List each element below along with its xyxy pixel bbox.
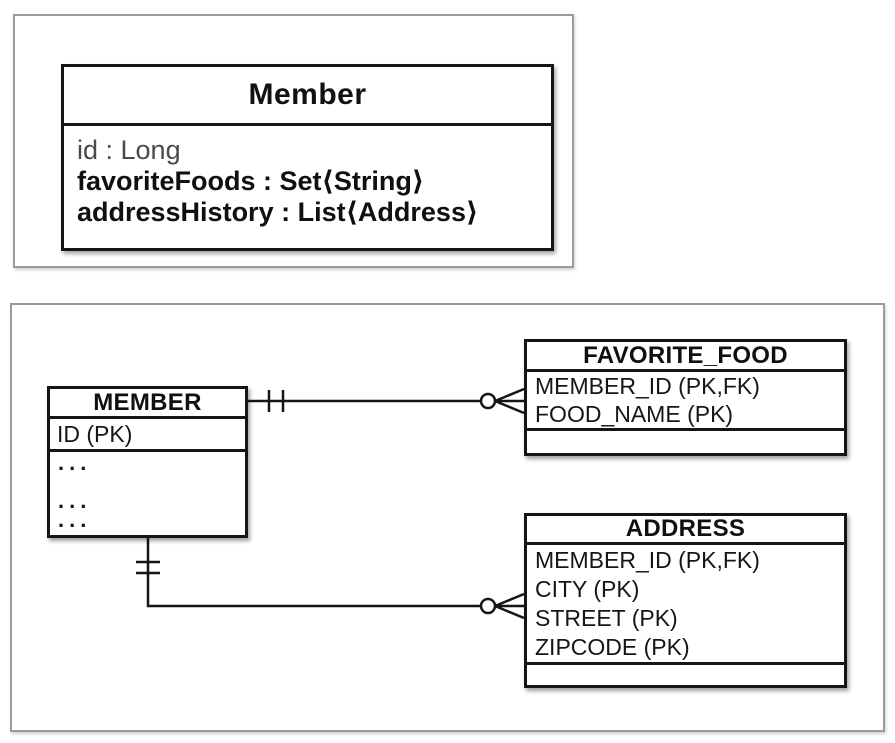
column-row: MEMBER_ID (PK,FK) [535, 373, 760, 399]
placeholder-row: ... [58, 488, 92, 513]
member-class-box: Member id : Long favoriteFoods : Set⟨Str… [61, 64, 554, 251]
favorite-food-table: FAVORITE_FOOD MEMBER_ID (PK,FK) FOOD_NAM… [524, 339, 847, 456]
member-table: MEMBER ID (PK) ... ... ... [47, 386, 248, 538]
column-row: CITY (PK) [535, 576, 640, 602]
attribute-favorite-foods: favoriteFoods : Set⟨String⟩ [77, 166, 425, 196]
column-row: FOOD_NAME (PK) [535, 401, 734, 427]
column-row: MEMBER_ID (PK,FK) [535, 547, 760, 573]
placeholder-row: ... [58, 450, 92, 475]
attribute-id: id : Long [77, 135, 181, 165]
address-empty-row [527, 665, 844, 743]
attribute-address-history: addressHistory : List⟨Address⟩ [77, 197, 479, 227]
address-table-title: ADDRESS [527, 515, 844, 545]
address-table: ADDRESS MEMBER_ID (PK,FK) CITY (PK) STRE… [524, 513, 847, 688]
uml-model-frame: Member id : Long favoriteFoods : Set⟨Str… [13, 14, 574, 268]
member-placeholder-rows: ... ... ... [50, 450, 245, 532]
member-class-attributes: id : Long favoriteFoods : Set⟨String⟩ ad… [64, 126, 551, 228]
column-row: STREET (PK) [535, 605, 678, 631]
column-row: ZIPCODE (PK) [535, 634, 690, 660]
address-columns: MEMBER_ID (PK,FK) CITY (PK) STREET (PK) … [527, 545, 844, 665]
favorite-food-table-title: FAVORITE_FOOD [527, 342, 844, 372]
member-class-title: Member [64, 67, 551, 126]
member-id-row: ID (PK) [50, 419, 245, 452]
member-table-title: MEMBER [50, 389, 245, 419]
favorite-food-columns: MEMBER_ID (PK,FK) FOOD_NAME (PK) [527, 372, 844, 431]
placeholder-row: ... [58, 507, 92, 532]
